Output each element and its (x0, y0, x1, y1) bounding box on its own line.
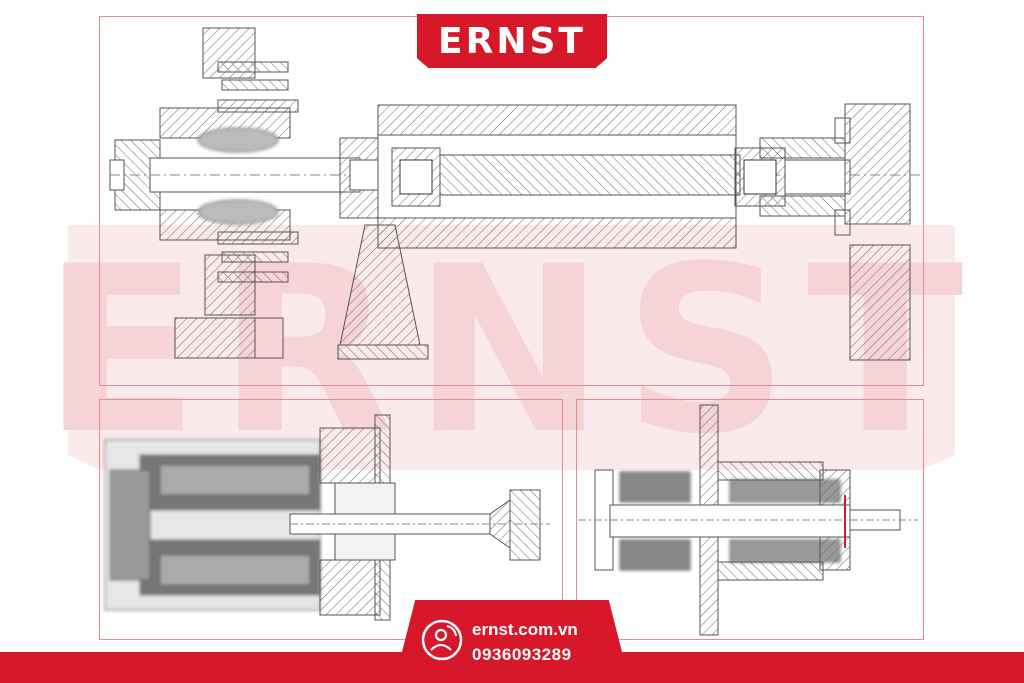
motor-spindle-cross-section (104, 414, 550, 621)
bottom-left-panel-frame (99, 399, 563, 640)
contact-phone[interactable]: 0936093289 (472, 645, 572, 664)
top-panel-frame (99, 16, 924, 386)
spindle-assembly-cross-section (109, 27, 920, 361)
contact-tab (394, 600, 630, 683)
person-chat-icon (421, 619, 463, 661)
compact-spindle-cross-section (578, 404, 918, 636)
ernst-logo: ERNST (417, 14, 607, 68)
bottom-right-panel-frame (576, 399, 924, 640)
contact-website[interactable]: ernst.com.vn (472, 620, 578, 639)
